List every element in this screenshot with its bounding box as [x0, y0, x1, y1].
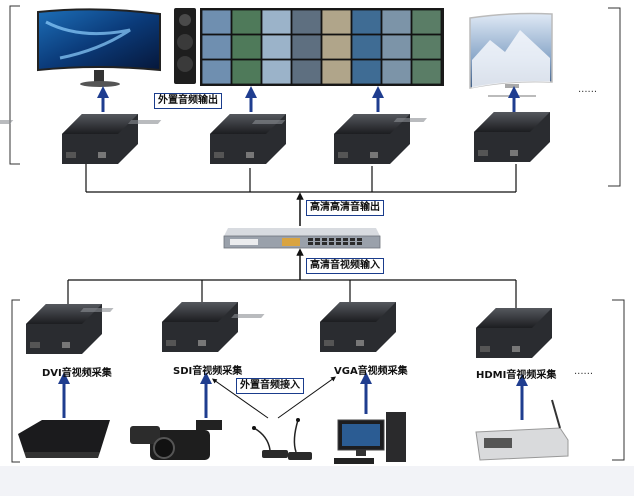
media-box-icon — [18, 420, 110, 458]
top-left-bracket — [9, 5, 20, 165]
switch-port — [357, 242, 362, 245]
switch-port — [329, 238, 334, 241]
video-wall-tile — [381, 59, 412, 85]
output-arrows — [97, 86, 520, 112]
video-wall-tile — [231, 34, 262, 60]
video-wall-tile — [321, 34, 352, 60]
decoder-box-2 — [127, 114, 286, 164]
bottom-right-bracket — [612, 299, 625, 461]
switch-port — [343, 242, 348, 245]
camcorder-icon — [130, 420, 222, 460]
switch-port — [350, 242, 355, 245]
decoder-boxes-top — [0, 112, 550, 164]
encoder-box-sdi — [162, 302, 238, 352]
switch-port — [329, 242, 334, 245]
label-vga-capture: VGA音视频采集 — [334, 366, 408, 377]
decoder-box-1 — [0, 114, 138, 164]
bottom-left-bracket — [11, 299, 20, 463]
switch-port — [336, 238, 341, 241]
video-wall-tile — [351, 59, 382, 85]
switch-port — [322, 242, 327, 245]
top-right-bracket — [608, 7, 621, 187]
desktop-pc-icon — [334, 412, 406, 464]
video-wall-tile — [351, 9, 382, 35]
label-hd-av-in: 高清音视频输入 — [306, 258, 384, 274]
speaker-icon — [174, 8, 196, 84]
label-hd-audio-out: 高清高清音输出 — [306, 200, 384, 216]
video-wall-tile — [411, 59, 442, 85]
microphones-icon — [252, 418, 312, 460]
video-wall-tile — [261, 34, 292, 60]
video-wall-tile — [411, 9, 442, 35]
switch-port — [315, 238, 320, 241]
bottom-ellipsis: ...... — [574, 366, 593, 377]
label-hdmi-capture: HDMI音视频采集 — [476, 370, 557, 381]
switch-port — [315, 242, 320, 245]
video-wall-tile — [231, 59, 262, 85]
input-arrows — [58, 372, 528, 420]
video-wall-tile — [291, 9, 322, 35]
label-ext-audio-out: 外置音频输出 — [154, 93, 222, 109]
encoder-box-vga — [80, 302, 396, 352]
switch-port — [308, 242, 313, 245]
bottom-band — [0, 466, 634, 496]
video-wall-tile — [201, 34, 232, 60]
video-wall-tile — [261, 9, 292, 35]
video-wall-tile — [261, 59, 292, 85]
switch-port — [308, 238, 313, 241]
video-wall-tile — [321, 9, 352, 35]
video-wall-tile — [411, 34, 442, 60]
label-sdi-capture: SDI音视频采集 — [173, 366, 243, 377]
video-wall-icon — [200, 8, 444, 86]
curved-monitor-icon — [37, 8, 161, 87]
video-wall-tile — [291, 34, 322, 60]
video-wall-tile — [291, 59, 322, 85]
video-wall-tile — [381, 9, 412, 35]
bottom-network-lines — [67, 279, 517, 310]
audio-in-lines — [211, 376, 337, 419]
switch-port — [357, 238, 362, 241]
video-wall-tile — [351, 34, 382, 60]
video-wall-tile — [201, 9, 232, 35]
video-wall-tile — [321, 59, 352, 85]
decoder-box-4 — [393, 112, 550, 162]
label-ext-audio-in: 外置音频接入 — [236, 378, 304, 394]
switch-port — [336, 242, 341, 245]
video-wall-tile — [381, 34, 412, 60]
network-switch-icon — [223, 228, 381, 249]
encoder-box-hdmi — [231, 308, 552, 358]
video-wall-tile — [201, 59, 232, 85]
switch-port — [322, 238, 327, 241]
top-ellipsis: ...... — [578, 84, 597, 95]
label-dvi-capture: DVI音视频采集 — [42, 368, 112, 379]
tv-icon — [469, 12, 553, 97]
top-network-lines — [85, 164, 517, 193]
decoder-box-3 — [251, 114, 410, 164]
switch-port — [350, 238, 355, 241]
encoder-boxes-bottom — [26, 302, 552, 358]
video-wall-tile — [231, 9, 262, 35]
switch-port — [343, 238, 348, 241]
set-top-box-icon — [475, 399, 569, 461]
